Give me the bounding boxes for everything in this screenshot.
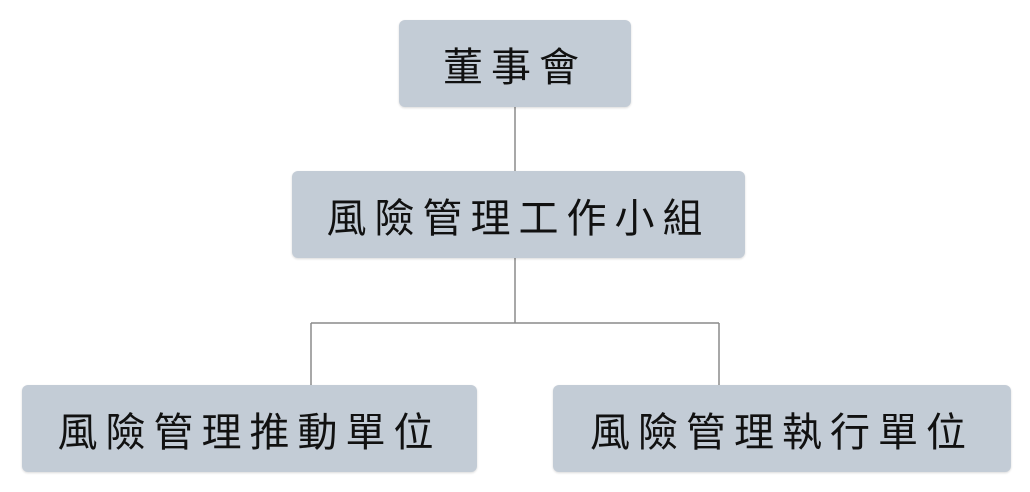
node-board-label: 董事會 xyxy=(443,44,587,91)
node-risk-management-working-group: 風險管理工作小組 xyxy=(292,171,745,258)
node-group-label: 風險管理工作小組 xyxy=(326,195,711,242)
node-board-of-directors: 董事會 xyxy=(399,20,631,107)
node-risk-management-execution-unit: 風險管理執行單位 xyxy=(553,385,1011,472)
node-risk-management-promotion-unit: 風險管理推動單位 xyxy=(22,385,477,472)
node-promo-label: 風險管理推動單位 xyxy=(57,409,442,456)
node-exec-label: 風險管理執行單位 xyxy=(590,409,974,456)
